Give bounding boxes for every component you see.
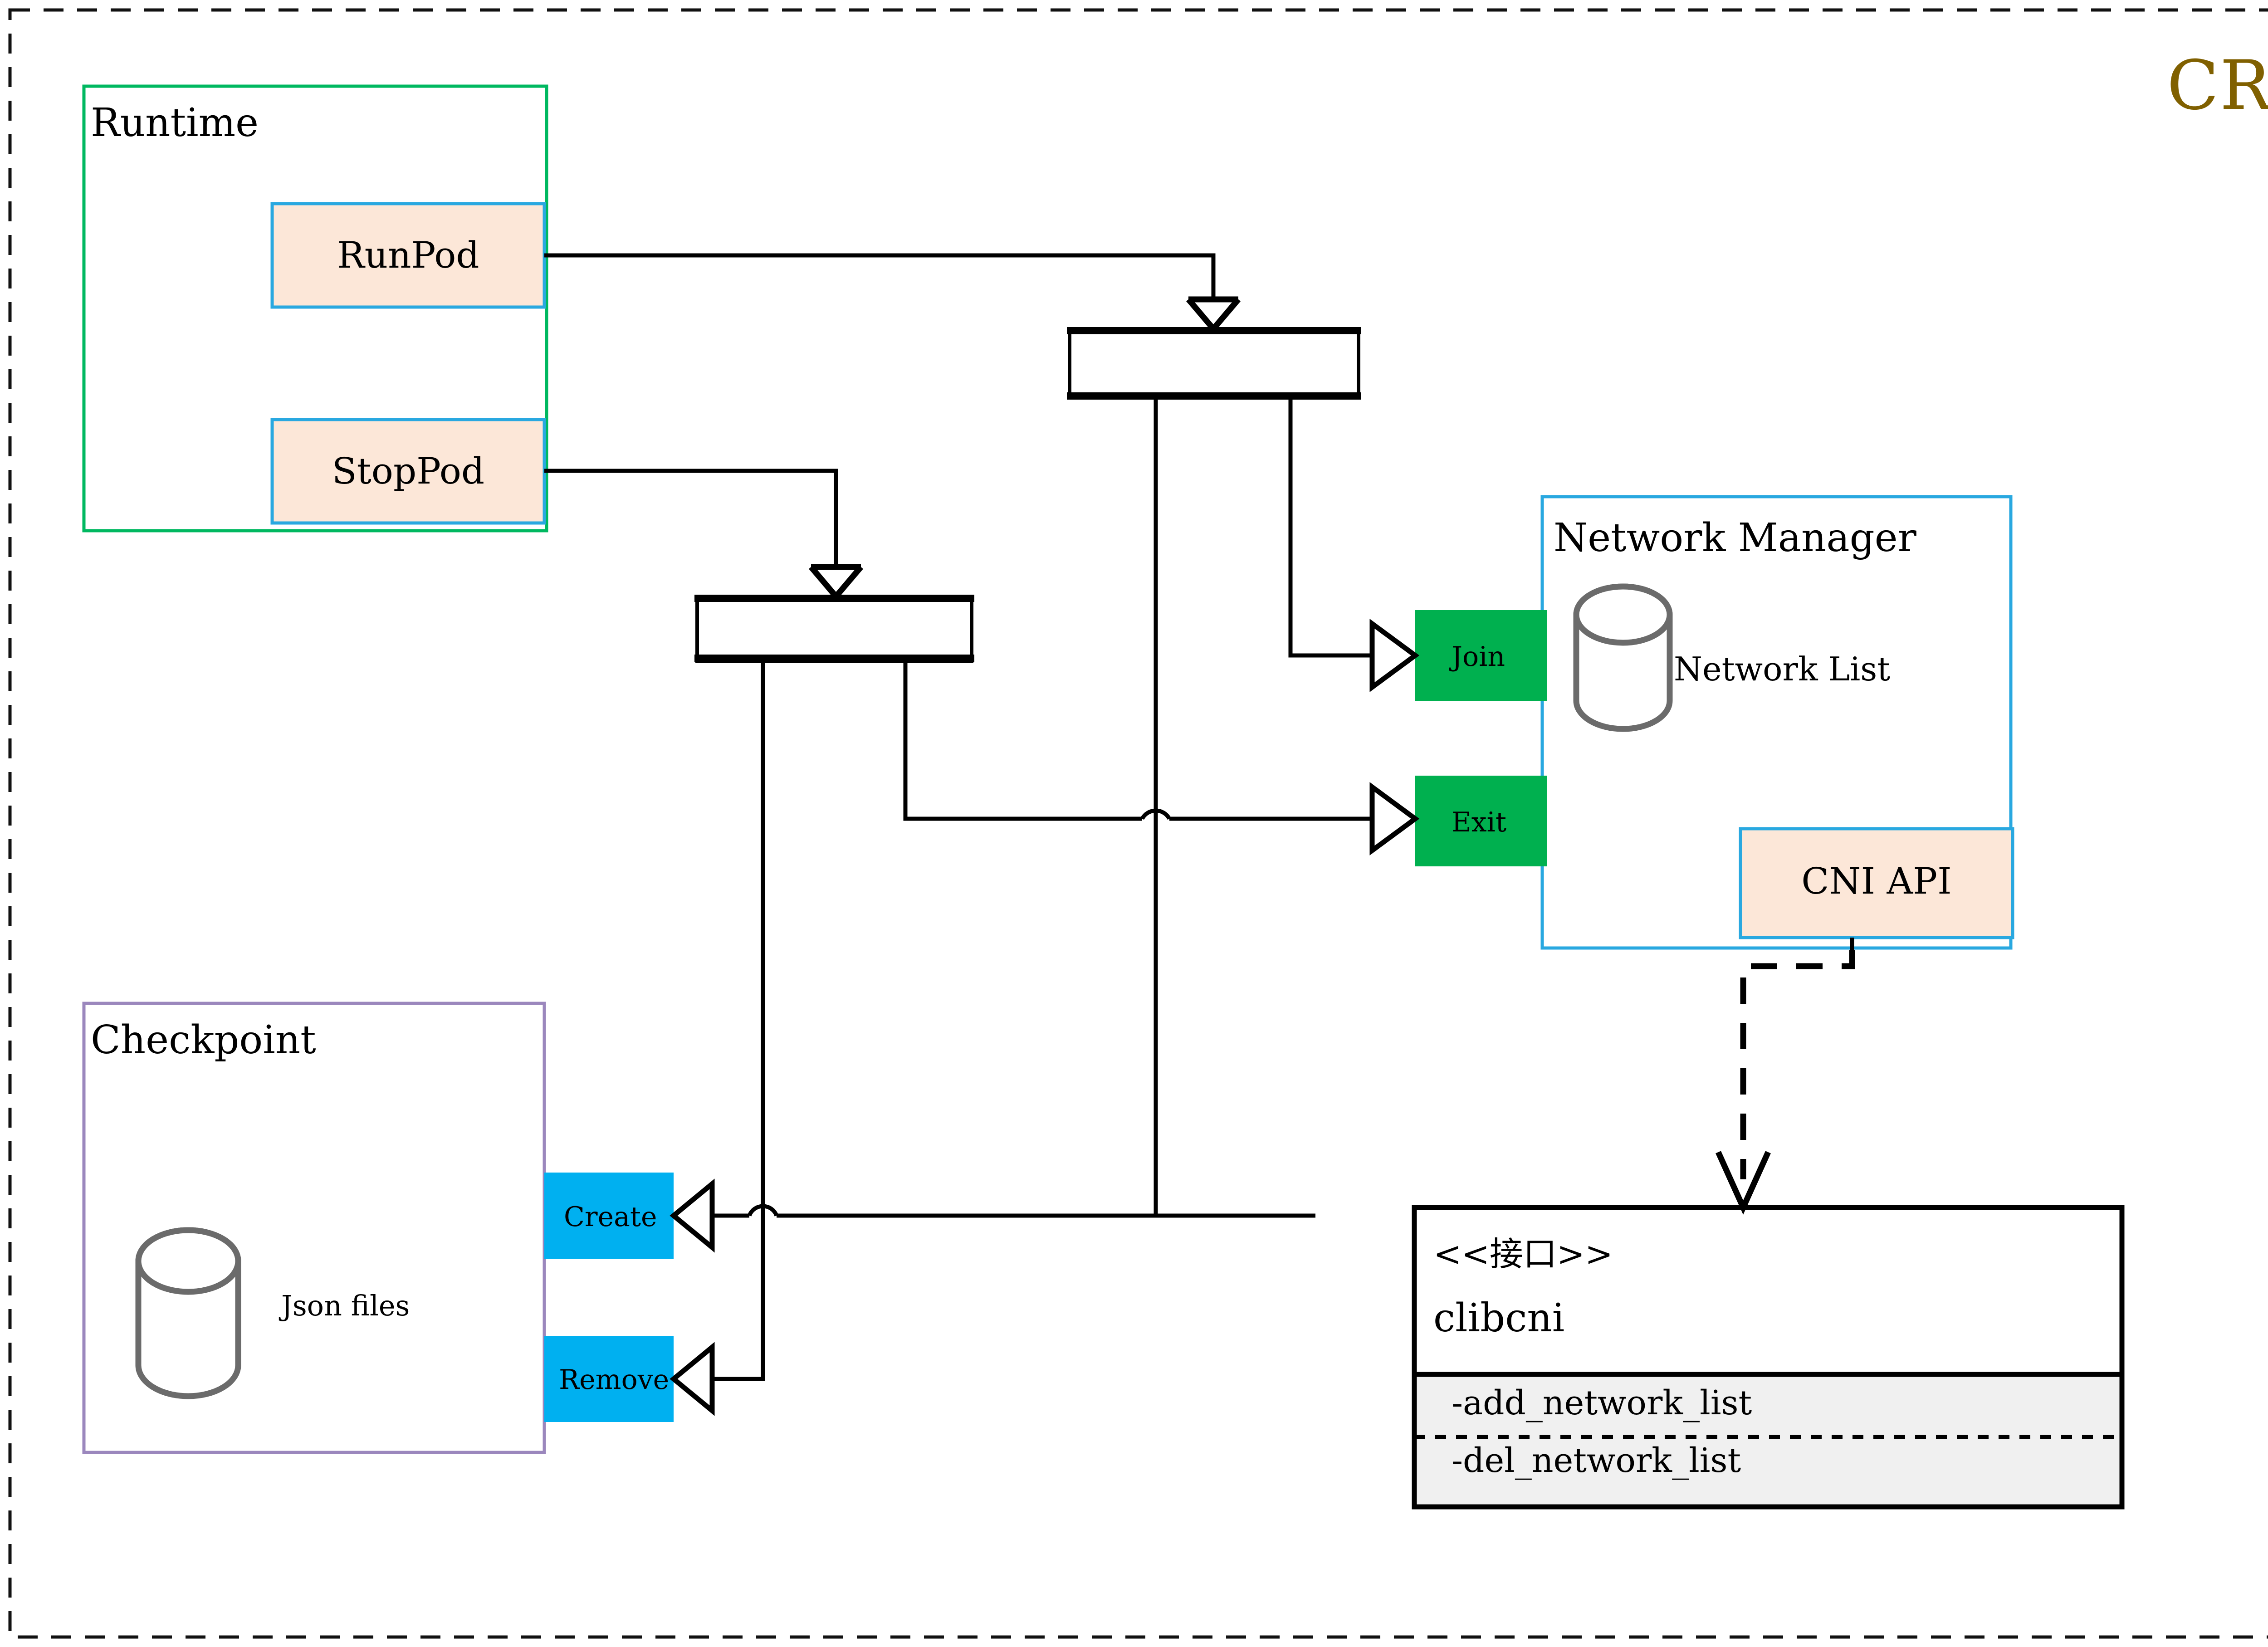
create-box[interactable]	[544, 1173, 674, 1259]
join-box[interactable]	[1415, 610, 1547, 701]
json-files-label: Json files	[279, 1289, 410, 1322]
fork-bar-runpod	[1067, 327, 1361, 400]
arrowhead-into-create	[670, 1178, 715, 1253]
edge-stoppod-to-fork	[544, 469, 838, 567]
outer-page-border	[8, 8, 2268, 1639]
network-list-label: Network List	[1674, 650, 1890, 688]
create-label: Create	[564, 1201, 657, 1233]
arrowhead-into-exit	[1369, 782, 1420, 855]
join-label: Join	[1449, 641, 1505, 673]
clibcni-stereotype: <<接口>>	[1433, 1235, 1613, 1274]
exit-label: Exit	[1452, 806, 1506, 838]
edge-fork-runpod-right-leg	[1288, 398, 1372, 658]
edge-cni-api-to-clibcni	[1740, 950, 1855, 1179]
edge-runpod-to-fork	[544, 253, 1216, 299]
runpod-box[interactable]	[270, 202, 546, 309]
arrowhead-into-remove	[670, 1342, 715, 1416]
clibcni-name: clibcni	[1433, 1295, 1564, 1341]
fork-bar-stoppod	[694, 595, 974, 663]
arrowhead-into-fork-stoppod	[809, 565, 863, 601]
network-list-database-icon	[1573, 583, 1673, 732]
exit-box[interactable]	[1415, 776, 1547, 866]
runtime-group-label: Runtime	[91, 100, 259, 146]
page-title: CRI	[2167, 46, 2268, 125]
stoppod-box[interactable]	[270, 418, 546, 525]
edge-fork-stoppod-right-leg	[903, 661, 1142, 821]
remove-label: Remove	[559, 1364, 669, 1396]
cni-api-label: CNI API	[1801, 860, 1951, 902]
cni-api-box[interactable]	[1739, 827, 2014, 939]
edge-fork-stoppod-left-leg	[712, 661, 765, 1381]
line-hop-exit-route	[1140, 808, 1171, 820]
remove-box[interactable]	[544, 1336, 674, 1422]
json-files-database-icon	[135, 1227, 241, 1399]
clibcni-method-add: -add_network_list	[1452, 1383, 1752, 1422]
arrowhead-realization-clibcni	[1716, 1151, 1771, 1215]
clibcni-methods-compartment	[1412, 1372, 2125, 1510]
network-manager-group-label: Network Manager	[1554, 515, 1917, 561]
arrowhead-into-join	[1369, 619, 1420, 692]
line-hop-create-route	[747, 1204, 779, 1217]
clibcni-method-del: -del_network_list	[1452, 1441, 1741, 1480]
stoppod-label: StopPod	[332, 450, 484, 492]
checkpoint-group-label: Checkpoint	[91, 1017, 316, 1063]
arrowhead-into-fork-runpod	[1186, 297, 1241, 334]
runpod-label: RunPod	[337, 234, 479, 276]
